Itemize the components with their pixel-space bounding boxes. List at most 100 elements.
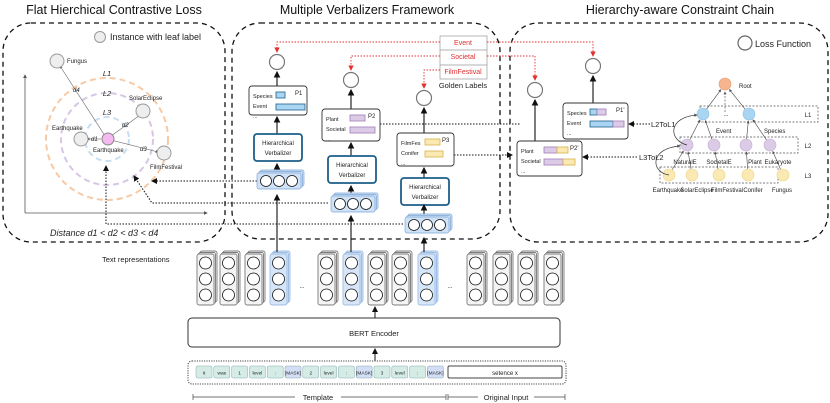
- l2-label: Plant: [748, 160, 762, 166]
- probability-bar: [556, 146, 569, 154]
- tree-node-root: [718, 77, 732, 91]
- loss-circle-p1: [268, 53, 286, 71]
- l2tol1-label: L2ToL1: [651, 120, 676, 129]
- neuron: [222, 272, 235, 286]
- neuron: [546, 256, 559, 270]
- verbalizer-label: Verbalizer: [339, 173, 366, 179]
- tree-node-l2: [739, 138, 753, 152]
- token-label: 1: [238, 371, 241, 377]
- neuron: [469, 288, 482, 302]
- l2-label: NaturalE: [673, 160, 696, 166]
- token-label: :: [417, 372, 418, 377]
- template-token: [302, 365, 320, 379]
- tree-edge: [671, 150, 684, 171]
- l3tol2-label: L3ToL2: [639, 153, 664, 162]
- l3-label: FilmFestival: [711, 188, 743, 194]
- golden-arrow-event: [274, 41, 440, 53]
- l3-label: Earthquake: [653, 188, 684, 194]
- token-label: level: [395, 371, 405, 377]
- neuron: [520, 256, 533, 270]
- level-1-ring: [45, 77, 169, 201]
- template-token: [373, 365, 391, 379]
- label-solar-eclipse: SolarEclipse: [129, 96, 163, 102]
- token-representation: [466, 250, 488, 306]
- neuron: [347, 198, 359, 210]
- prediction-box-p2-row: Societal: [326, 127, 346, 133]
- neuron: [495, 288, 508, 302]
- neuron: [247, 288, 260, 302]
- neuron: [394, 288, 407, 302]
- template-token: [409, 365, 426, 379]
- neuron: [320, 256, 333, 270]
- sentence-label: setence x: [492, 371, 518, 377]
- probability-bar: [543, 158, 564, 166]
- template-token: [231, 365, 248, 379]
- golden-labels-box: Event Societal FilmFestival: [439, 35, 488, 80]
- tree-edge: [752, 119, 767, 141]
- neuron: [394, 272, 407, 286]
- neuron: [286, 175, 298, 187]
- prediction-box-p3-row: Conifer: [401, 151, 419, 157]
- neuron: [345, 272, 358, 286]
- probability-bar: [424, 138, 441, 146]
- neuron: [420, 256, 433, 270]
- template-token: [338, 365, 355, 379]
- embedding-stack-1: [256, 169, 305, 190]
- probability-bar: [424, 150, 444, 158]
- probability-bar: [349, 114, 366, 122]
- reps-ellipsis-1: ...: [299, 284, 304, 290]
- tree-node-l3: [776, 168, 790, 182]
- neuron: [273, 175, 285, 187]
- token-representation-highlighted: [342, 250, 364, 306]
- instance-solar-eclipse: [135, 103, 151, 119]
- prediction-box-p1prime-row: Species: [567, 111, 587, 117]
- neuron: [272, 272, 285, 286]
- tree-edge: [772, 150, 781, 170]
- token-label: [MASK]: [356, 371, 372, 377]
- neuron: [260, 175, 272, 187]
- token-label: :: [275, 372, 276, 377]
- hierarchical-verbalizer-2: [327, 155, 377, 184]
- token-representation: [244, 250, 266, 306]
- ring-label-l2: L2: [103, 89, 112, 98]
- anchor-instance: [101, 132, 115, 146]
- token-label: It: [203, 371, 206, 377]
- left-panel: [2, 22, 226, 243]
- token-label: was: [218, 372, 227, 377]
- l3-label: SolarEclipse: [680, 188, 714, 194]
- template-token: [249, 365, 266, 379]
- dotted-arrow-p3-to-left: [103, 165, 403, 225]
- neuron: [320, 272, 333, 286]
- loss-circle-p2prime: [526, 81, 544, 99]
- ring-label-l1: L1: [103, 69, 111, 78]
- label-fungus: Fungus: [67, 59, 87, 65]
- level-label-l1: L1: [805, 113, 812, 119]
- neuron: [420, 272, 433, 286]
- neuron: [421, 219, 433, 231]
- neuron: [408, 219, 420, 231]
- tree-node-l3: [685, 168, 699, 182]
- neuron: [345, 256, 358, 270]
- probability-bar: [612, 120, 625, 128]
- left-legend: Instance with leaf label: [94, 31, 201, 43]
- neuron: [370, 272, 383, 286]
- golden-arrow-event-right: [487, 41, 596, 57]
- distance-d2: d2: [122, 123, 129, 129]
- token-label: [MASK]: [285, 371, 301, 377]
- tree-edge: [706, 89, 722, 110]
- neuron: [434, 219, 446, 231]
- neuron: [222, 288, 235, 302]
- embedding-stack-2: [330, 192, 379, 213]
- prediction-box-p1-row: Species: [253, 94, 273, 100]
- instance-legend-icon: [94, 31, 106, 43]
- neuron: [360, 198, 372, 210]
- golden-label-event: Event: [454, 40, 472, 47]
- label-earthquake-left: Earthquake: [52, 126, 83, 132]
- prediction-box-p1prime-row: ...: [567, 131, 572, 137]
- l3-label: Fungus: [772, 188, 792, 194]
- neuron: [495, 256, 508, 270]
- distance-d1: d1: [91, 137, 98, 143]
- tree-node-l1: [696, 107, 710, 121]
- neuron: [320, 288, 333, 302]
